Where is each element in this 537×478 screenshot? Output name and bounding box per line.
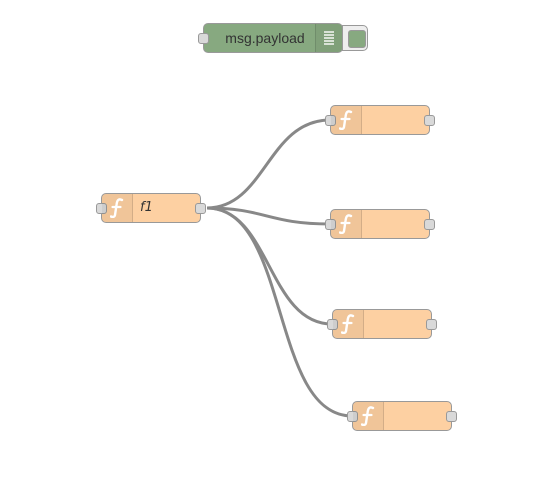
input-port[interactable] bbox=[96, 203, 107, 214]
wire-3[interactable] bbox=[206, 206, 333, 326]
output-port[interactable] bbox=[426, 319, 437, 330]
wire-1[interactable] bbox=[206, 118, 331, 210]
output-port[interactable] bbox=[424, 219, 435, 230]
function-node[interactable] bbox=[325, 105, 435, 135]
debug-toggle-indicator bbox=[348, 30, 366, 48]
function-icon bbox=[102, 194, 133, 222]
debug-node-label: msg.payload bbox=[225, 30, 305, 46]
wire-2[interactable] bbox=[206, 206, 331, 226]
debug-node[interactable]: msg.payload bbox=[198, 23, 343, 53]
output-port[interactable] bbox=[195, 203, 206, 214]
function-icon bbox=[331, 106, 362, 134]
wire-4[interactable] bbox=[206, 206, 353, 418]
function-node-f1[interactable]: f1 bbox=[96, 193, 206, 223]
list-icon bbox=[315, 24, 342, 52]
function-icon bbox=[333, 310, 364, 338]
debug-toggle-button[interactable] bbox=[342, 25, 368, 51]
function-node[interactable] bbox=[347, 401, 457, 431]
output-port[interactable] bbox=[446, 411, 457, 422]
function-node[interactable] bbox=[327, 309, 437, 339]
debug-input-port[interactable] bbox=[198, 33, 209, 44]
output-port[interactable] bbox=[424, 115, 435, 126]
node-label: f1 bbox=[140, 200, 153, 215]
input-port[interactable] bbox=[327, 319, 338, 330]
input-port[interactable] bbox=[325, 115, 336, 126]
input-port[interactable] bbox=[325, 219, 336, 230]
input-port[interactable] bbox=[347, 411, 358, 422]
function-icon bbox=[331, 210, 362, 238]
function-icon bbox=[353, 402, 384, 430]
function-node[interactable] bbox=[325, 209, 435, 239]
